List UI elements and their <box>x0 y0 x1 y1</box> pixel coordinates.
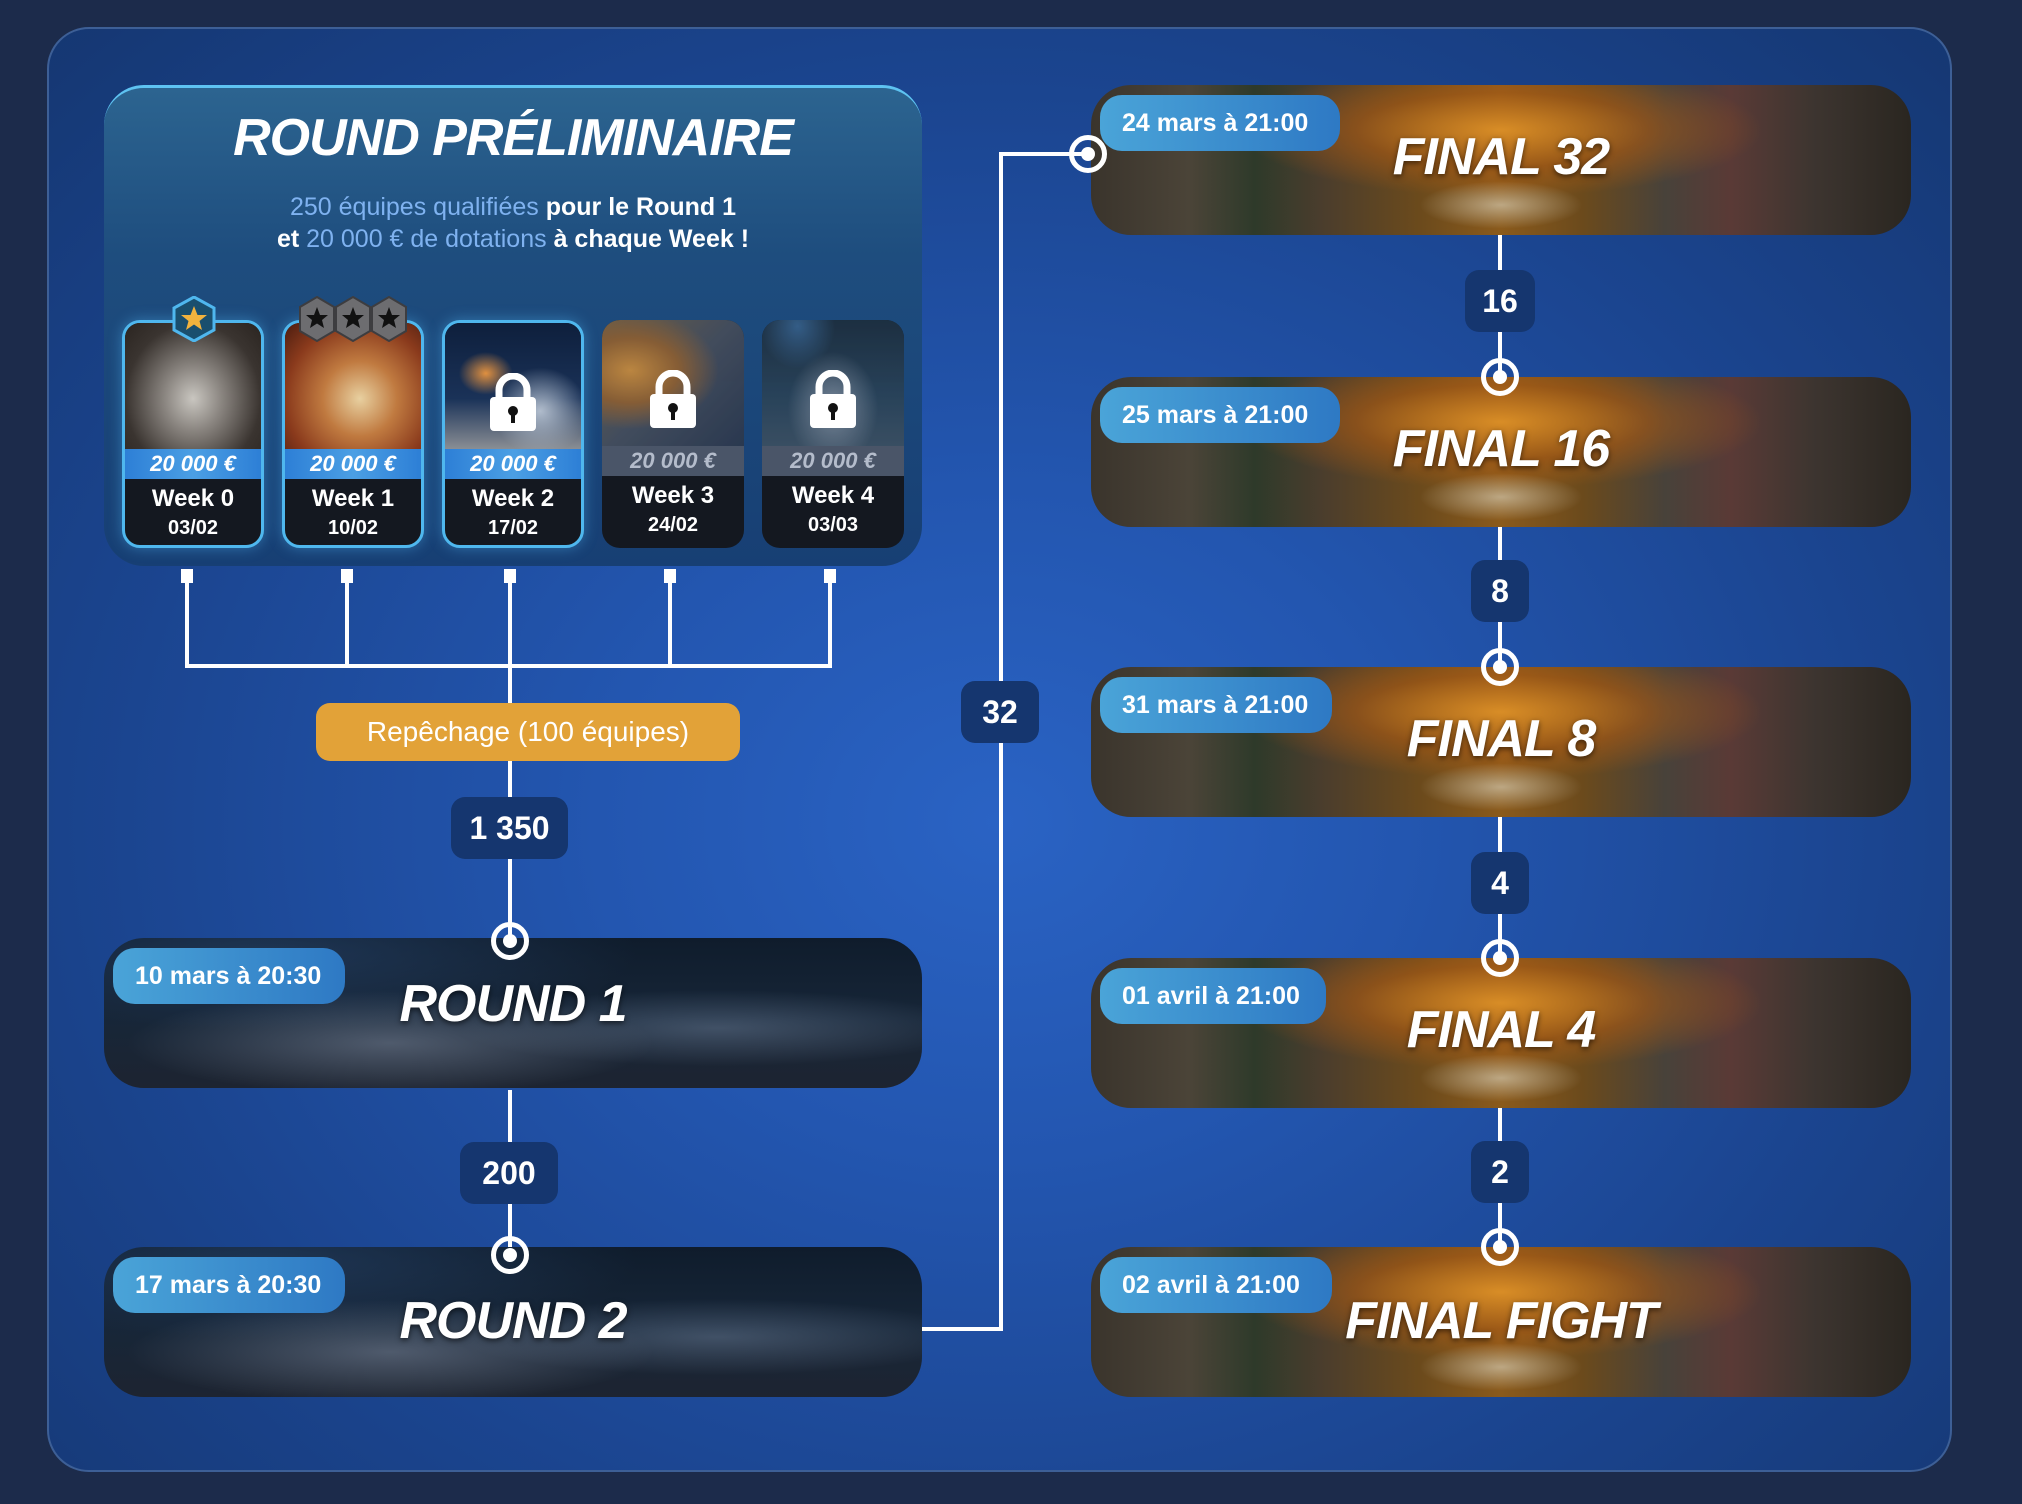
count-badge-round1: 1 350 <box>451 797 568 859</box>
week-prize: 20 000 € <box>125 449 261 479</box>
stage-title: FINAL 4 <box>1406 1001 1597 1059</box>
connector-anchor <box>504 569 516 583</box>
date-pill: 10 mars à 20:30 <box>113 948 345 1004</box>
week-prize: 20 000 € <box>602 446 744 476</box>
week-date: 10/02 <box>327 517 379 539</box>
stage-title: FINAL 32 <box>1392 128 1610 186</box>
gold-star-badge-icon <box>172 296 216 342</box>
connector-line <box>185 664 832 668</box>
lock-icon <box>490 373 536 431</box>
date-pill: 25 mars à 21:00 <box>1100 387 1340 443</box>
connector-anchor <box>824 569 836 583</box>
week-prize: 20 000 € <box>285 449 421 479</box>
week-card-2[interactable]: 20 000 € Week 2 17/02 <box>442 320 584 548</box>
week-image <box>125 323 261 449</box>
week-card-0[interactable]: 20 000 € Week 0 03/02 <box>122 320 264 548</box>
stage-title: ROUND 1 <box>399 975 627 1033</box>
connector-line <box>999 152 1089 156</box>
subtitle-text: pour le Round 1 <box>538 193 737 221</box>
week-label: Week 0 <box>151 485 235 512</box>
date-pill: 31 mars à 21:00 <box>1100 677 1332 733</box>
count-badge-final16: 16 <box>1465 270 1535 332</box>
node-icon <box>1481 358 1519 396</box>
count-badge-final32: 32 <box>961 681 1039 743</box>
connector-line <box>922 1327 1003 1331</box>
connector-line <box>828 580 832 668</box>
week-date: 24/02 <box>647 514 699 536</box>
week-date: 03/02 <box>167 517 219 539</box>
week-image <box>285 323 421 449</box>
lock-icon <box>810 370 856 428</box>
prelim-title: ROUND PRÉLIMINAIRE <box>233 109 794 167</box>
qualified-teams-highlight: 250 équipes qualifiées <box>289 193 539 221</box>
week-label: Week 2 <box>471 485 555 512</box>
connector-anchor <box>664 569 676 583</box>
connector-line <box>668 580 672 668</box>
count-badge-finalfight: 2 <box>1471 1141 1529 1203</box>
prelim-subtitle: 250 équipes qualifiées pour le Round 1 e… <box>104 191 922 255</box>
subtitle-text: à chaque Week ! <box>546 225 750 253</box>
week-card-3[interactable]: 20 000 € Week 3 24/02 <box>602 320 744 548</box>
prize-highlight: 20 000 € de dotations <box>306 225 547 253</box>
stage-title: FINAL 16 <box>1392 420 1610 478</box>
node-icon <box>1481 939 1519 977</box>
week-date: 17/02 <box>487 517 539 539</box>
date-pill: 01 avril à 21:00 <box>1100 968 1326 1024</box>
date-pill: 02 avril à 21:00 <box>1100 1257 1332 1313</box>
stage-title: ROUND 2 <box>399 1292 627 1350</box>
week-date: 03/03 <box>807 514 859 536</box>
count-badge-final8: 8 <box>1471 560 1529 622</box>
count-badge-round2: 200 <box>460 1142 558 1204</box>
week-prize: 20 000 € <box>445 449 581 479</box>
three-stars-badge-icon <box>299 296 407 342</box>
connector-anchor <box>341 569 353 583</box>
lock-icon <box>650 370 696 428</box>
connector-anchor <box>181 569 193 583</box>
week-prize: 20 000 € <box>762 446 904 476</box>
week-card-1[interactable]: 20 000 € Week 1 10/02 <box>282 320 424 548</box>
node-icon <box>1069 135 1107 173</box>
subtitle-text: et <box>276 225 307 253</box>
node-icon <box>491 1236 529 1274</box>
node-icon <box>1481 648 1519 686</box>
count-badge-final4: 4 <box>1471 852 1529 914</box>
connector-line <box>185 580 189 668</box>
week-label: Week 4 <box>791 482 875 509</box>
node-icon <box>491 922 529 960</box>
node-icon <box>1481 1228 1519 1266</box>
stage-title: FINAL FIGHT <box>1345 1292 1658 1350</box>
date-pill: 17 mars à 20:30 <box>113 1257 345 1313</box>
connector-line <box>508 580 512 703</box>
week-label: Week 3 <box>631 482 715 509</box>
week-label: Week 1 <box>311 485 395 512</box>
connector-line <box>345 580 349 668</box>
repechage-label: Repêchage (100 équipes) <box>316 703 740 761</box>
date-pill: 24 mars à 21:00 <box>1100 95 1340 151</box>
stage-title: FINAL 8 <box>1406 710 1597 768</box>
week-card-4[interactable]: 20 000 € Week 4 03/03 <box>762 320 904 548</box>
